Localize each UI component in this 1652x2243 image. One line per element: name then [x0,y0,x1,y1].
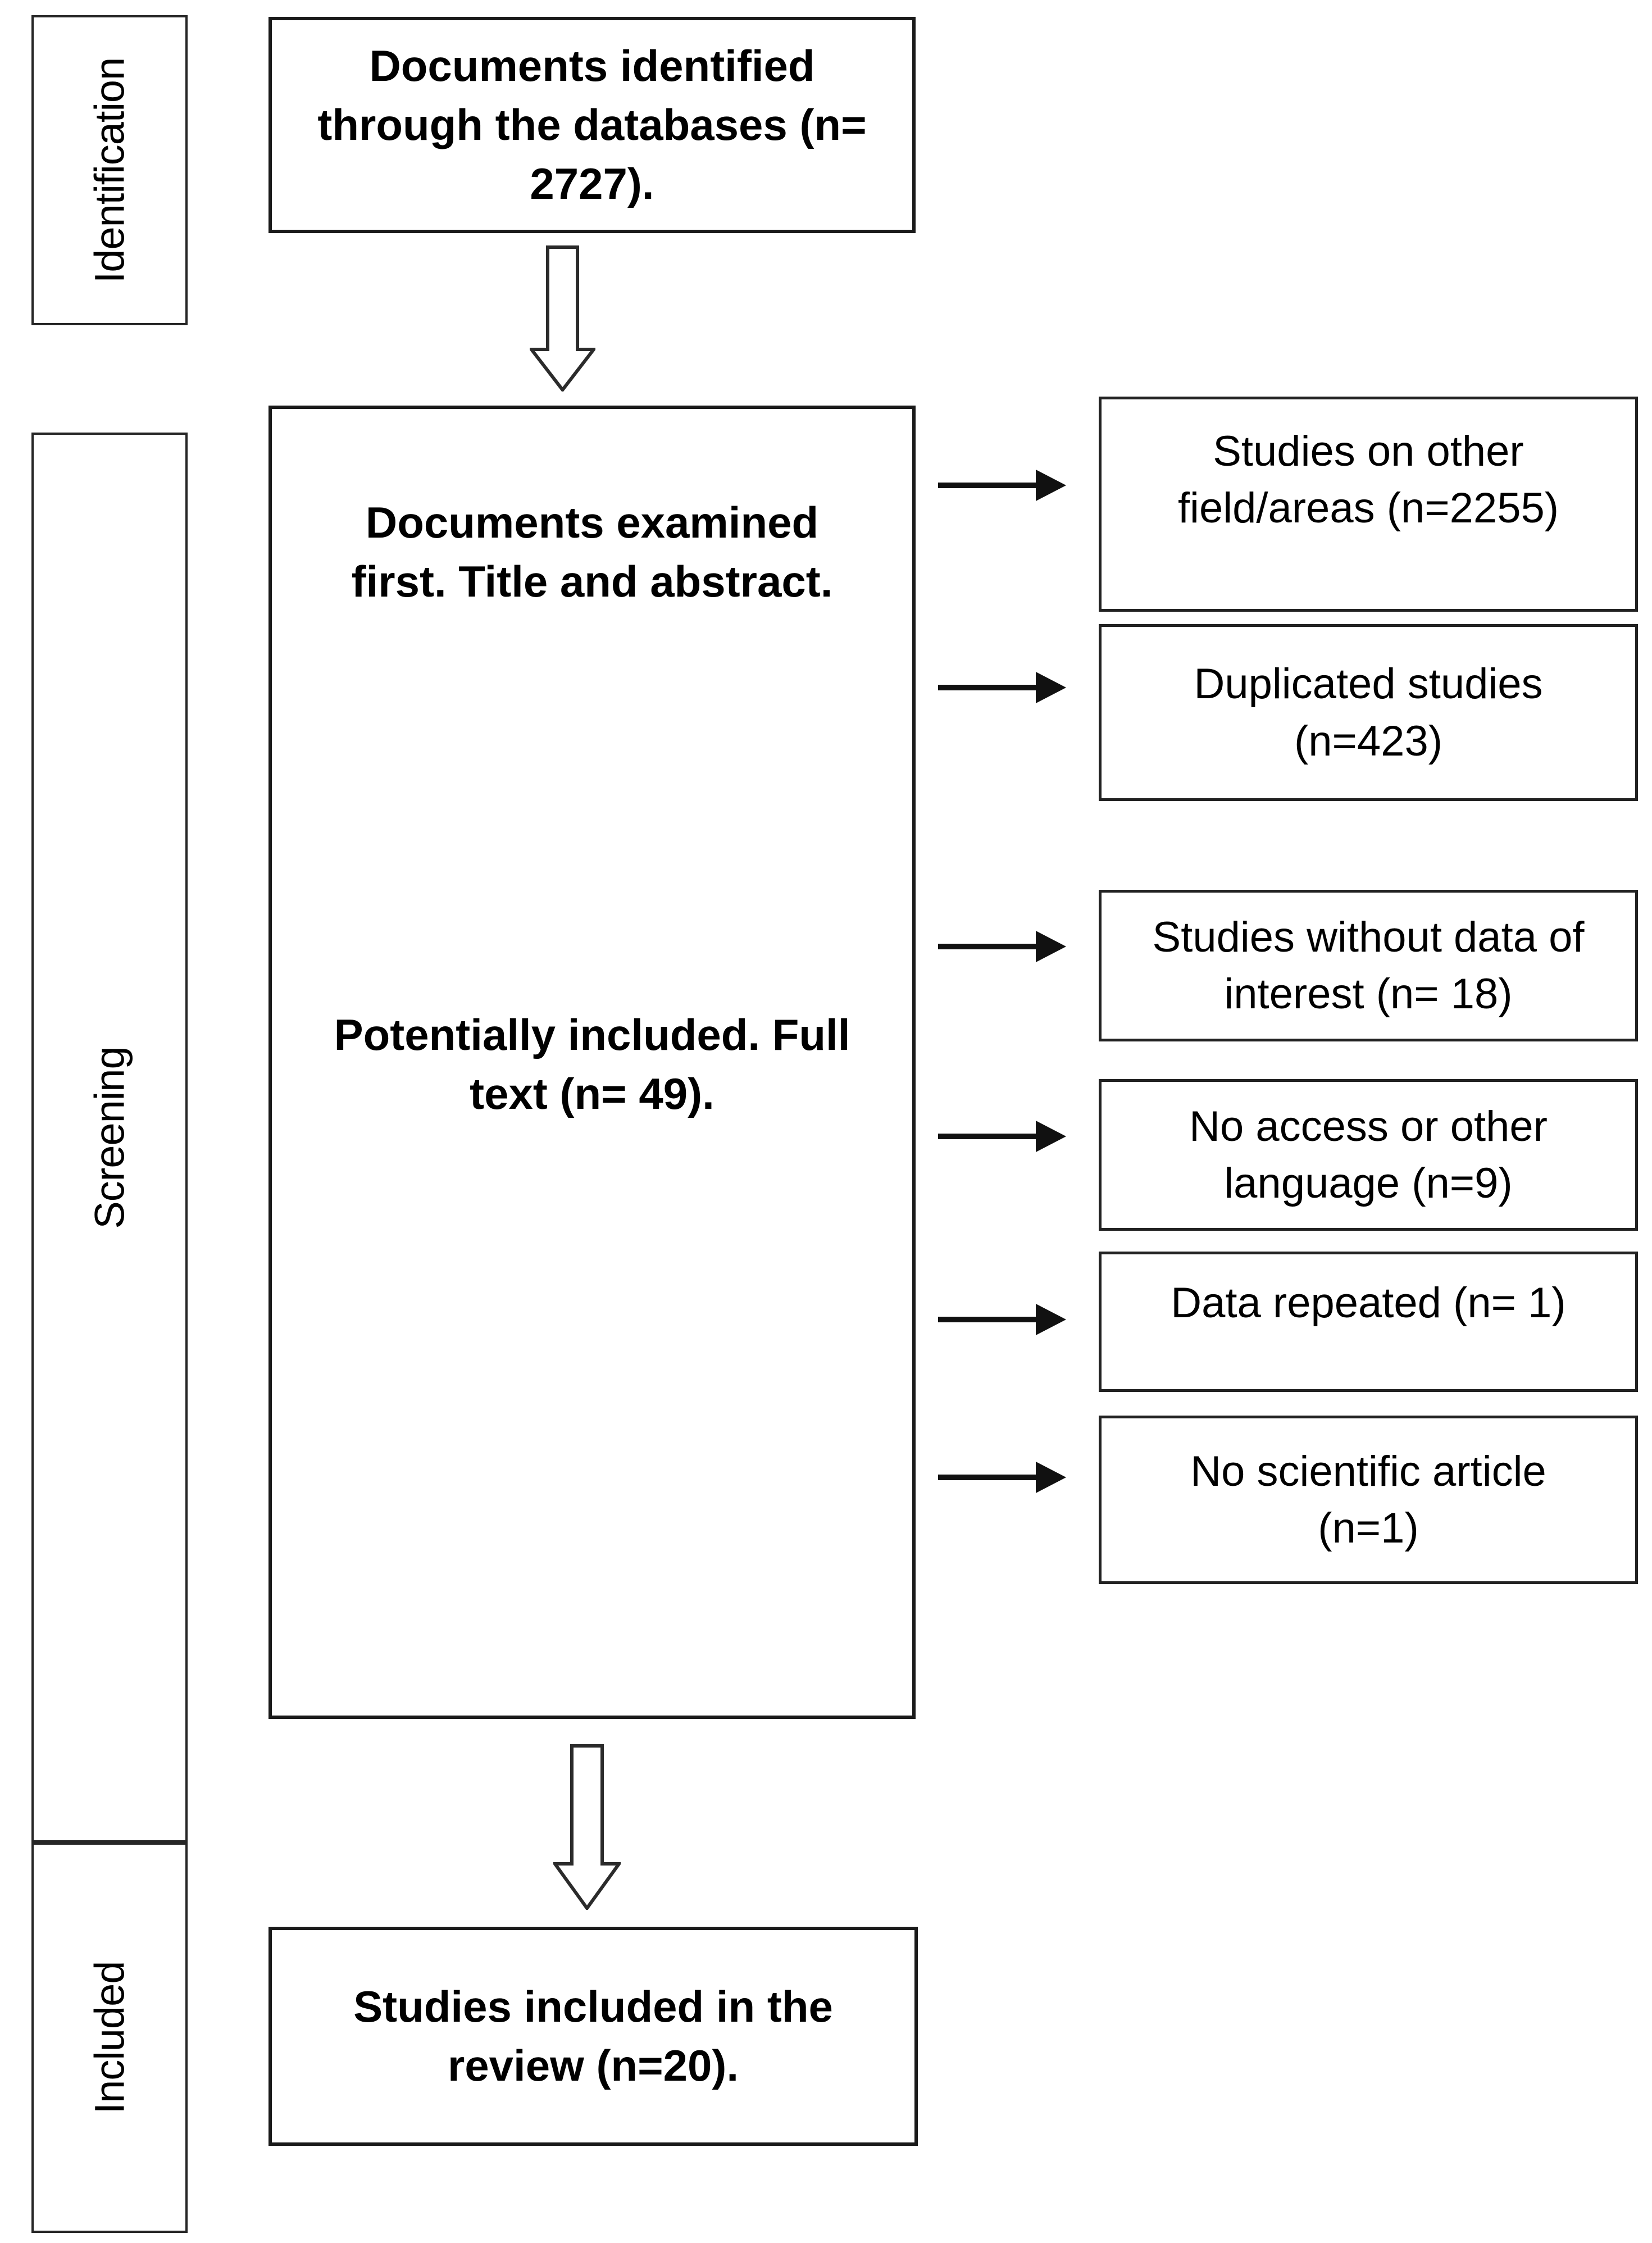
exclusion-box-no-access: No access or other language (n=9) [1099,1079,1638,1231]
exclusion-text: Studies without data of interest (n= 18) [1152,913,1585,1018]
exclusion-box-no-data: Studies without data of interest (n= 18) [1099,890,1638,1041]
right-arrow-icon [938,1304,1066,1335]
identified-documents-text: Documents identified through the databas… [317,40,867,209]
right-arrow-icon [938,672,1066,703]
exclusion-box-other-fields: Studies on other field/areas (n=2255) [1099,397,1638,612]
identified-documents-box: Documents identified through the databas… [268,17,916,233]
right-arrow-head [1036,1121,1066,1152]
right-arrow-icon [938,1121,1066,1152]
exclusion-box-duplicated: Duplicated studies (n=423) [1099,624,1638,801]
right-arrow-head [1036,1462,1066,1493]
right-arrow-icon [938,931,1066,962]
down-arrow-icon [553,1744,621,1910]
exclusion-text: Studies on other field/areas (n=2255) [1177,427,1559,533]
stage-box-included: Included [31,1842,188,2233]
exclusion-box-data-repeated: Data repeated (n= 1) [1099,1252,1638,1392]
exclusion-text: No scientific article (n=1) [1190,1447,1546,1552]
exclusion-text: No access or other language (n=9) [1189,1102,1548,1207]
stage-label-identification: Identification [86,57,133,283]
stage-box-screening: Screening [31,433,188,1842]
right-arrow-head [1036,470,1066,501]
down-arrow-shape [553,1744,621,1910]
stage-label-screening: Screening [86,1046,133,1229]
included-studies-box: Studies included in the review (n=20). [268,1927,918,2146]
right-arrow-head [1036,1304,1066,1335]
screening-documents-box: Documents examined first. Title and abst… [268,406,916,1719]
exclusion-text: Data repeated (n= 1) [1171,1279,1566,1327]
included-studies-text: Studies included in the review (n=20). [353,1981,833,2090]
exclusion-box-not-scientific: No scientific article (n=1) [1099,1416,1638,1584]
right-arrow-head [1036,931,1066,962]
down-arrow-icon [530,245,595,392]
stage-box-identification: Identification [31,15,188,325]
right-arrow-icon [938,1462,1066,1493]
exclusion-text: Duplicated studies (n=423) [1194,660,1543,765]
right-arrow-icon [938,470,1066,501]
stage-label-included: Included [86,1961,133,2114]
documents-examined-text: Documents examined first. Title and abst… [351,498,833,607]
potentially-included-text: Potentially included. Full text (n= 49). [334,1010,850,1119]
right-arrow-head [1036,672,1066,703]
down-arrow-shape [530,245,595,392]
